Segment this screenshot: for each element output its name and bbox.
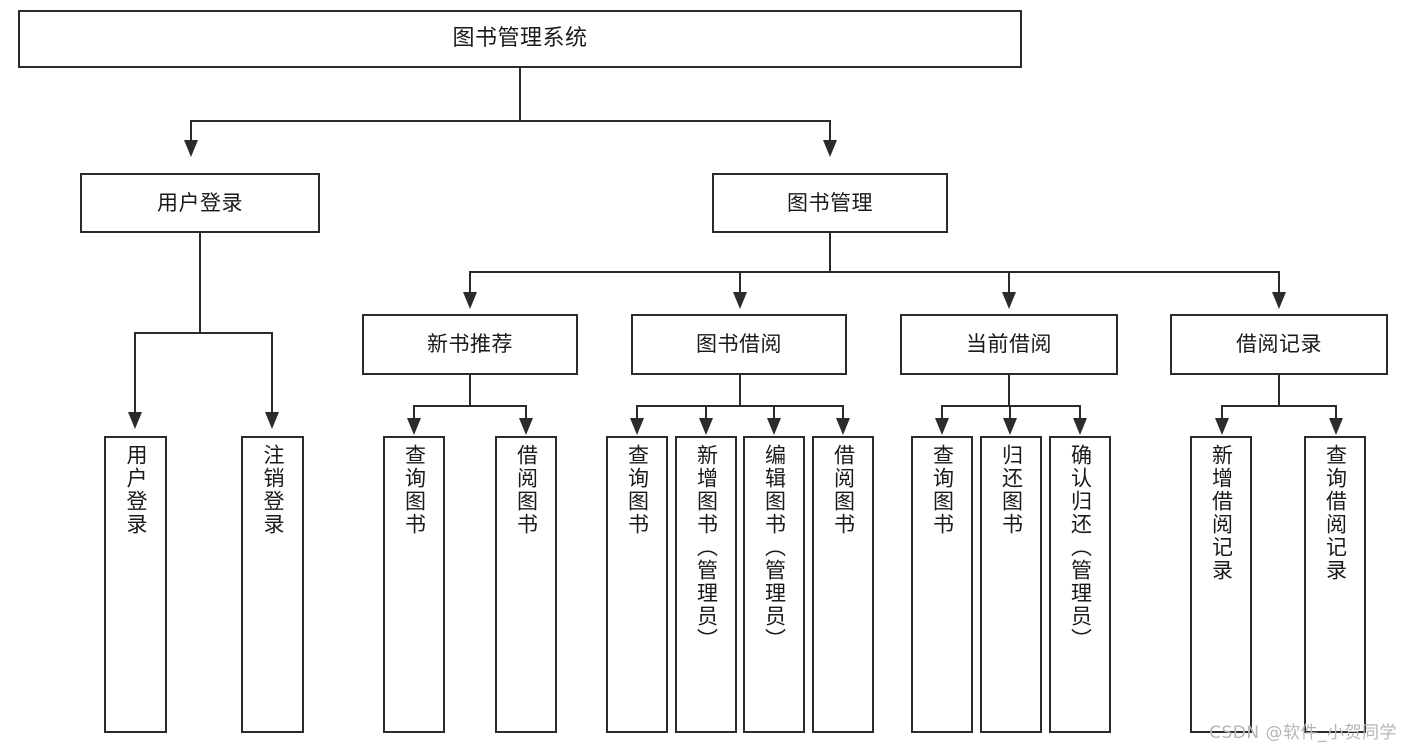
edge-root-bus <box>190 120 831 122</box>
edge-cb-c1 <box>941 405 943 419</box>
arrowhead-leaf-rec-query <box>407 418 421 435</box>
leaf-borrow-query-book[interactable]: 查询图书 <box>606 436 668 733</box>
arrowhead-leaf-borrow-query <box>630 418 644 435</box>
arrowhead-book-manage <box>823 140 837 157</box>
leaf-current-return-book[interactable]: 归还图书 <box>980 436 1042 733</box>
edge-book-manage-stem <box>829 233 831 272</box>
edge-bb-stem <box>739 375 741 406</box>
edge-br-right <box>1335 405 1337 419</box>
edge-nbr-left <box>413 405 415 419</box>
node-label: 查询图书 <box>402 444 427 536</box>
arrowhead-leaf-rec-borrow <box>519 418 533 435</box>
node-user-login[interactable]: 用户登录 <box>80 173 320 233</box>
leaf-current-query-book[interactable]: 查询图书 <box>911 436 973 733</box>
node-label: 注销登录 <box>261 444 285 536</box>
node-current-borrow[interactable]: 当前借阅 <box>900 314 1118 375</box>
edge-user-login-bus <box>134 332 273 334</box>
node-label: 查询图书 <box>930 444 955 536</box>
node-label: 新增借阅记录 <box>1209 444 1234 582</box>
edge-bb-bus <box>636 405 844 407</box>
arrowhead-book-borrow <box>733 292 747 309</box>
edge-bb-c3 <box>773 405 775 419</box>
arrowhead-borrow-record <box>1272 292 1286 309</box>
leaf-borrow-edit-book[interactable]: 编辑图书（管理员） <box>743 436 805 733</box>
arrowhead-new-book-rec <box>463 292 477 309</box>
arrowhead-leaf-user-login <box>128 412 142 429</box>
leaf-borrow-lend-book[interactable]: 借阅图书 <box>812 436 874 733</box>
leaf-user-login[interactable]: 用户登录 <box>104 436 167 733</box>
node-label: 查询图书 <box>625 444 650 536</box>
edge-bm-to-new-book <box>469 271 471 293</box>
edge-user-login-stem <box>199 233 201 333</box>
arrowhead-leaf-borrow-add <box>699 418 713 435</box>
node-new-book-recommendation[interactable]: 新书推荐 <box>362 314 578 375</box>
node-label: 当前借阅 <box>966 332 1052 357</box>
edge-user-login-right <box>271 332 273 413</box>
node-label: 图书管理系统 <box>452 26 588 52</box>
edge-bm-to-borrow-record <box>1278 271 1280 293</box>
arrowhead-leaf-rec-add <box>1215 418 1229 435</box>
arrowhead-leaf-cur-return <box>1003 418 1017 435</box>
arrowhead-leaf-borrow-lend <box>836 418 850 435</box>
node-book-management-system[interactable]: 图书管理系统 <box>18 10 1022 68</box>
edge-br-stem <box>1278 375 1280 406</box>
node-label: 用户登录 <box>124 444 148 536</box>
edge-root-to-user-login <box>190 120 192 142</box>
arrowhead-leaf-cur-confirm <box>1073 418 1087 435</box>
edge-br-bus <box>1221 405 1337 407</box>
watermark: CSDN @软件_小贺同学 <box>1209 723 1397 743</box>
edge-root-to-book-manage <box>829 120 831 142</box>
node-borrow-record[interactable]: 借阅记录 <box>1170 314 1388 375</box>
node-book-borrow[interactable]: 图书借阅 <box>631 314 847 375</box>
arrowhead-leaf-borrow-edit <box>767 418 781 435</box>
edge-bm-to-book-borrow <box>739 271 741 293</box>
node-label: 新增图书（管理员） <box>694 444 719 651</box>
node-label: 编辑图书（管理员） <box>762 444 787 651</box>
edge-bb-c2 <box>705 405 707 419</box>
leaf-recommend-query-book[interactable]: 查询图书 <box>383 436 445 733</box>
edge-br-left <box>1221 405 1223 419</box>
arrowhead-user-login <box>184 140 198 157</box>
leaf-recommend-borrow-book[interactable]: 借阅图书 <box>495 436 557 733</box>
node-label: 借阅图书 <box>514 444 539 536</box>
edge-cb-c3 <box>1079 405 1081 419</box>
edge-nbr-stem <box>469 375 471 406</box>
leaf-current-confirm-return[interactable]: 确认归还（管理员） <box>1049 436 1111 733</box>
node-label: 图书借阅 <box>696 332 782 357</box>
edge-bb-c4 <box>842 405 844 419</box>
node-label: 借阅记录 <box>1236 332 1322 357</box>
node-label: 用户登录 <box>157 190 243 215</box>
node-label: 图书管理 <box>787 190 873 215</box>
leaf-record-query[interactable]: 查询借阅记录 <box>1304 436 1366 733</box>
edge-root-stem <box>519 68 521 121</box>
node-label: 新书推荐 <box>427 332 513 357</box>
edge-book-manage-bus <box>469 271 1280 273</box>
edge-bb-c1 <box>636 405 638 419</box>
leaf-borrow-add-book[interactable]: 新增图书（管理员） <box>675 436 737 733</box>
arrowhead-leaf-cur-query <box>935 418 949 435</box>
edge-nbr-bus <box>413 405 527 407</box>
arrowhead-leaf-rec-query2 <box>1329 418 1343 435</box>
arrowhead-leaf-user-logout <box>265 412 279 429</box>
node-label: 借阅图书 <box>831 444 856 536</box>
node-label: 查询借阅记录 <box>1323 444 1348 582</box>
edge-cb-bus <box>941 405 1081 407</box>
node-label: 确认归还（管理员） <box>1068 444 1093 651</box>
leaf-user-logout[interactable]: 注销登录 <box>241 436 304 733</box>
edge-bm-to-current-borrow <box>1008 271 1010 293</box>
edge-nbr-right <box>525 405 527 419</box>
edge-user-login-left <box>134 332 136 413</box>
edge-cb-c2 <box>1009 405 1011 419</box>
node-book-management[interactable]: 图书管理 <box>712 173 948 233</box>
edge-cb-stem <box>1008 375 1010 406</box>
node-label: 归还图书 <box>999 444 1024 536</box>
arrowhead-current-borrow <box>1002 292 1016 309</box>
leaf-record-add[interactable]: 新增借阅记录 <box>1190 436 1252 733</box>
